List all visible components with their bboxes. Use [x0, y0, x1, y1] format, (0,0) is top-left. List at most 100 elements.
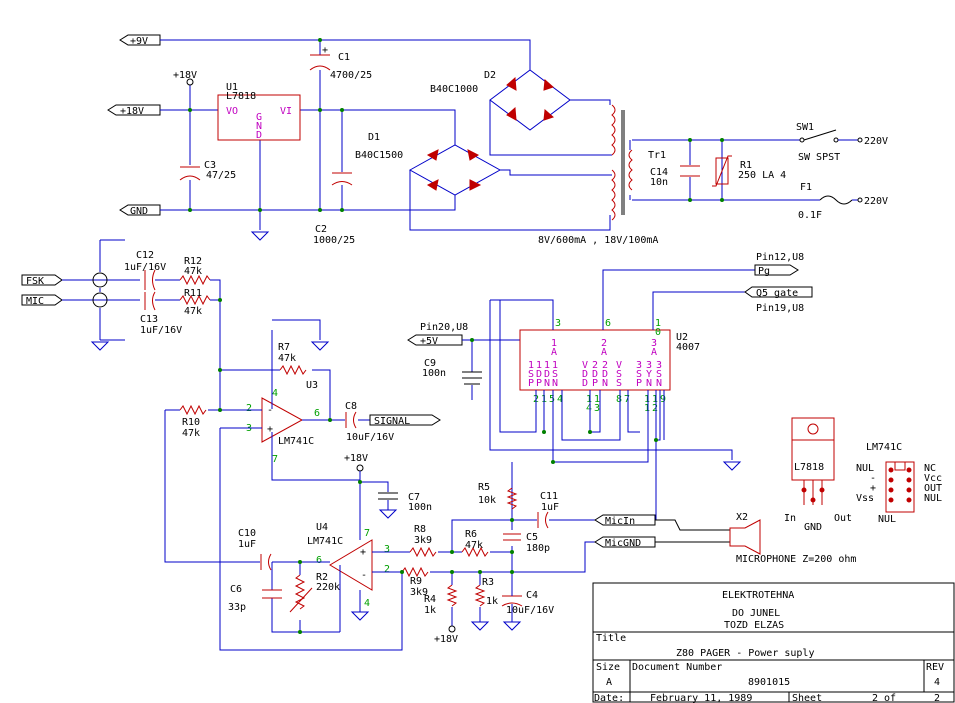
c1-ref: C1	[338, 52, 350, 63]
r11-ref: R11	[184, 288, 202, 299]
u4-value: LM741C	[307, 536, 343, 547]
u2-bottom-pin-name: 1	[544, 360, 550, 371]
u2-bottom-pin-name: S	[616, 369, 622, 380]
r3-value: 1k	[486, 596, 498, 607]
tp-18v-label: +18V	[173, 70, 197, 81]
wire-gnd	[160, 195, 456, 211]
shield-fsk	[92, 272, 108, 288]
lm741-plus: +	[870, 483, 876, 494]
terminal-220v-a	[857, 137, 863, 143]
r10-value: 47k	[182, 428, 200, 439]
r11-value: 47k	[184, 306, 202, 317]
tp-18v-c-label: +18V	[434, 634, 458, 645]
c3-ref: C3	[204, 160, 216, 171]
u1-pin-gnd-3: D	[256, 130, 262, 141]
c11-ref: C11	[540, 491, 558, 502]
junction-dots-u2	[470, 338, 658, 464]
r2-ref: R2	[316, 572, 328, 583]
tp-18v-b-label: +18V	[344, 453, 368, 464]
lm741-minus: -	[870, 473, 876, 484]
r1-value: 250 LA 4	[738, 170, 786, 181]
u2-bottom-pin-name: P	[528, 378, 534, 389]
r9-value: 3k9	[410, 587, 428, 598]
u2-bottom-pin-number: 4	[586, 403, 592, 414]
c9-value: 100n	[422, 368, 446, 379]
port-micin-label: MicIn	[605, 516, 635, 527]
u3-pin7: 7	[272, 454, 278, 465]
wire-c6	[271, 562, 340, 633]
u2-bottom-pin-number: 1	[652, 394, 658, 405]
r2-potentiometer	[294, 574, 306, 610]
u2-top-pin-section: 2	[601, 338, 607, 349]
gnd-symbol-u2	[722, 461, 742, 471]
l7818-package-label: L7818	[794, 462, 824, 473]
c4-ref: C4	[526, 590, 538, 601]
u2-bottom-pin-number: 1	[644, 394, 650, 405]
u2-bottom-pin-number: 5	[549, 394, 555, 405]
wire-shield-hz	[100, 239, 125, 341]
c12-capacitor	[144, 269, 156, 291]
c8-ref: C8	[345, 401, 357, 412]
wire-u2-pin6	[602, 269, 755, 330]
c6-ref: C6	[230, 584, 242, 595]
r9-ref: R9	[410, 576, 422, 587]
u2-bottom-pin-name: Y	[646, 369, 652, 380]
c8-value: 10uF/16V	[346, 432, 394, 443]
wire-r6	[451, 462, 513, 552]
u2-bottom-pin-number: 1	[594, 394, 600, 405]
c5-value: 180p	[526, 543, 550, 554]
c12-value: 1uF/16V	[124, 262, 166, 273]
f1-ref: F1	[800, 182, 812, 193]
text: -	[267, 405, 273, 416]
input-mixer-section: FSK MIC C12 1uF/16V C13 1uF/16V R12 47k …	[21, 239, 441, 563]
pin19-label: Pin19,U8	[756, 303, 804, 314]
lm741-vss: Vss	[856, 493, 874, 504]
port-q5gate-label: Q5 gate	[756, 288, 798, 299]
u2-bottom-pin-name: 3	[646, 360, 652, 371]
wire-u2-b6	[553, 390, 649, 463]
lm741-package-label: LM741C	[866, 442, 902, 453]
c14-value: 10n	[650, 177, 668, 188]
port-9v-label: +9V	[130, 36, 148, 47]
lm741-out: OUT	[924, 483, 942, 494]
u4-pin2: 2	[384, 564, 390, 575]
tp-18v-b	[356, 464, 364, 472]
port-fsk-label: FSK	[26, 276, 44, 287]
wire-cap-res	[155, 279, 180, 301]
wire-d1-right	[500, 169, 612, 176]
u4-pin4: 4	[364, 598, 370, 609]
port-q5gate	[744, 286, 813, 298]
u1-ref: U1	[226, 82, 238, 93]
u2-bottom-pin-name: S	[636, 369, 642, 380]
tr1-transformer	[611, 104, 633, 221]
u2-bottom-pin-name: D	[544, 369, 550, 380]
c5-ref: C5	[526, 532, 538, 543]
c1-capacitor: +	[309, 45, 331, 71]
rev-value: 4	[934, 677, 940, 688]
u1-value: L7818	[226, 91, 256, 102]
wire-u2-pin10	[652, 291, 745, 330]
u2-bottom-pin-number: 2	[652, 403, 658, 414]
d2-ref: D2	[484, 70, 496, 81]
port-signal-label: SIGNAL	[374, 416, 410, 427]
l7818-gnd: GND	[804, 522, 822, 533]
v220-b: 220V	[864, 196, 888, 207]
r5-ref: R5	[478, 482, 490, 493]
junction-dots-u4	[298, 480, 514, 634]
u2-bottom-pin-name: 3	[656, 360, 662, 371]
u2-bottom-pin-number: 1	[586, 394, 592, 405]
lm741-nul2: NUL	[878, 514, 896, 525]
sw1-switch	[799, 129, 858, 143]
port-gnd-label: GND	[130, 206, 148, 217]
c6-value: 33p	[228, 602, 246, 613]
org-line2: DO JUNEL	[732, 608, 780, 619]
u1-pin-gnd-2: N	[256, 121, 262, 132]
u2-bottom-pin-name: N	[552, 378, 558, 389]
u2-value: 4007	[676, 342, 700, 353]
pin12-label: Pin12,U8	[756, 252, 804, 263]
u2-bottom-pin-name: S	[616, 378, 622, 389]
r7-resistor	[279, 364, 307, 376]
c8-capacitor	[345, 411, 357, 429]
gnd-symbol-u3	[310, 341, 330, 351]
u3-pin4: 4	[272, 388, 278, 399]
